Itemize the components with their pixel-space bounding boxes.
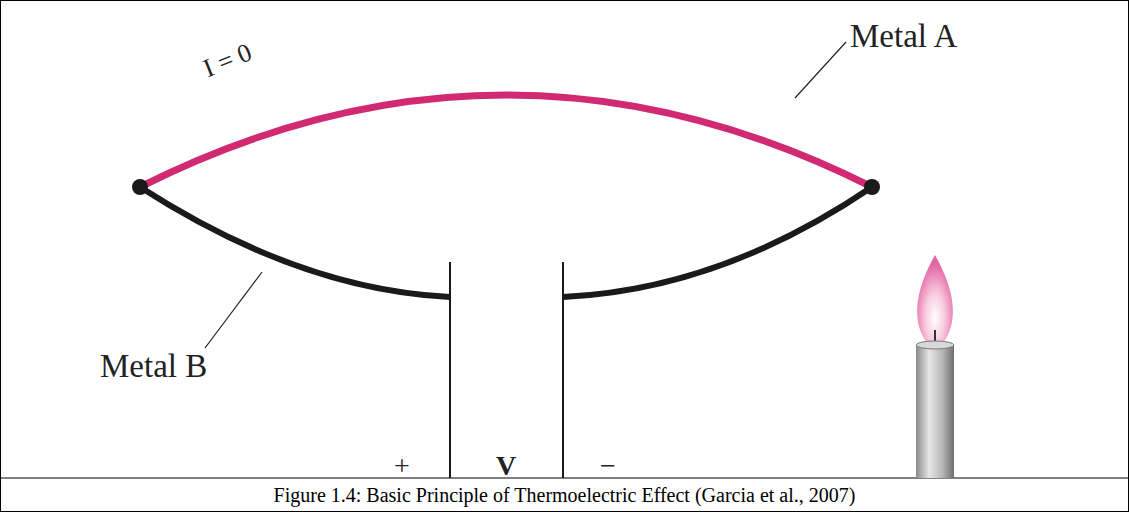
part-label: Metal A [850, 20, 957, 53]
leader-line [205, 272, 262, 348]
metal-b-wire-left [140, 187, 450, 297]
junction-dot [132, 179, 148, 195]
voltmeter-plate-right [562, 262, 564, 478]
candle [916, 255, 954, 478]
voltmeter-plate-left [449, 262, 451, 478]
leader-line [795, 42, 846, 98]
junction-dot [864, 179, 880, 195]
metal-b-wire-right [563, 187, 872, 297]
part-label: V [496, 452, 516, 480]
part-label: − [600, 452, 616, 480]
metal-a-wire [140, 95, 872, 187]
part-label: + [394, 452, 410, 480]
caption-divider [0, 478, 1129, 479]
figure-caption: Figure 1.4: Basic Principle of Thermoele… [0, 484, 1129, 507]
part-label: Metal B [100, 350, 207, 383]
part-label: I = 0 [200, 40, 255, 83]
